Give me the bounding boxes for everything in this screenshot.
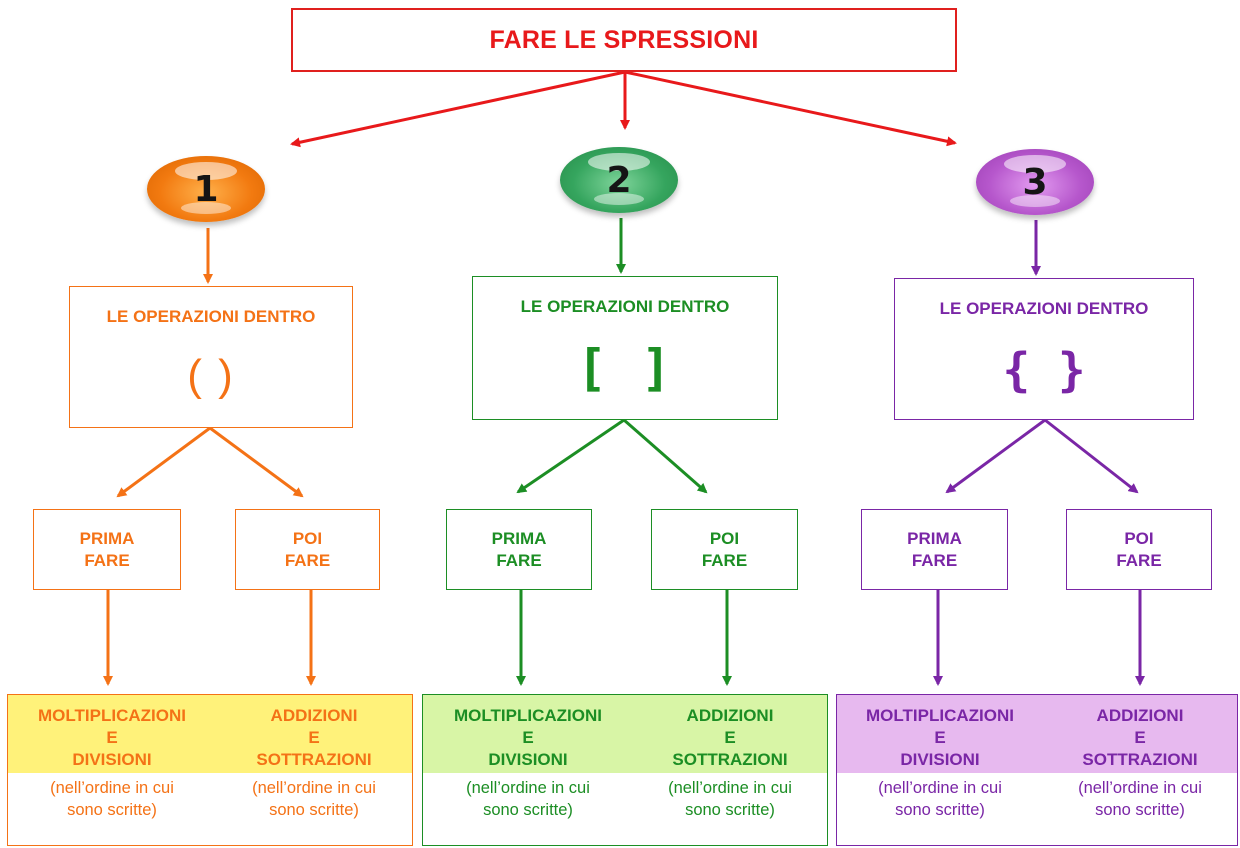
order-note: (nell’ordine in cui sono scritte): [837, 773, 1043, 845]
step-1-number: 1: [193, 168, 219, 210]
order-note: (nell’ordine in cui sono scritte): [423, 773, 633, 845]
branch-1-first-box: PRIMA FARE: [33, 509, 181, 590]
branch-1-then-result: ADDIZIONI E SOTTRAZIONI (nell’ordine in …: [216, 695, 412, 845]
multiplication-division-label: MOLTIPLICAZIONI E DIVISIONI: [837, 695, 1043, 773]
operations-box-curly: LE OPERAZIONI DENTRO { }: [894, 278, 1194, 420]
order-note: (nell’ordine in cui sono scritte): [216, 773, 412, 845]
order-note: (nell’ordine in cui sono scritte): [633, 773, 827, 845]
operations-label: LE OPERAZIONI DENTRO: [106, 307, 316, 326]
step-2-badge: 2: [560, 147, 678, 213]
step-2-number: 2: [606, 159, 632, 201]
round-brackets-symbol: ( ): [187, 351, 235, 400]
operations-box-round: LE OPERAZIONI DENTRO ( ): [69, 286, 353, 428]
addition-subtraction-label: ADDIZIONI E SOTTRAZIONI: [633, 695, 827, 773]
branch-2-results: MOLTIPLICAZIONI E DIVISIONI (nell’ordine…: [422, 694, 828, 846]
branch-1-results: MOLTIPLICAZIONI E DIVISIONI (nell’ordine…: [7, 694, 413, 846]
branch-3-results: MOLTIPLICAZIONI E DIVISIONI (nell’ordine…: [836, 694, 1238, 846]
branch-3-first-result: MOLTIPLICAZIONI E DIVISIONI (nell’ordine…: [837, 695, 1044, 845]
curly-brackets-symbol: { }: [1002, 343, 1086, 397]
step-3-badge: 3: [976, 149, 1094, 215]
arrow-title-to-3: [624, 70, 957, 147]
branch-3-then-box: POI FARE: [1066, 509, 1212, 590]
branch-2-then-result: ADDIZIONI E SOTTRAZIONI (nell’ordine in …: [633, 695, 827, 845]
branch-1-then-box: POI FARE: [235, 509, 380, 590]
step-1-badge: 1: [147, 156, 265, 222]
operations-box-square: LE OPERAZIONI DENTRO [ ]: [472, 276, 778, 420]
square-brackets-symbol: [ ]: [576, 339, 674, 397]
arrow-title-to-1: [290, 70, 626, 148]
branch-2-first-result: MOLTIPLICAZIONI E DIVISIONI (nell’ordine…: [423, 695, 634, 845]
branch-2-first-box: PRIMA FARE: [446, 509, 592, 590]
branch-1-first-result: MOLTIPLICAZIONI E DIVISIONI (nell’ordine…: [8, 695, 217, 845]
order-note: (nell’ordine in cui sono scritte): [8, 773, 216, 845]
operations-label: LE OPERAZIONI DENTRO: [520, 297, 730, 316]
addition-subtraction-label: ADDIZIONI E SOTTRAZIONI: [1043, 695, 1237, 773]
multiplication-division-label: MOLTIPLICAZIONI E DIVISIONI: [8, 695, 216, 773]
diagram-title: FARE LE SPRESSIONI: [291, 8, 957, 72]
branch-3-then-result: ADDIZIONI E SOTTRAZIONI (nell’ordine in …: [1043, 695, 1237, 845]
branch-3-first-box: PRIMA FARE: [861, 509, 1008, 590]
operations-label: LE OPERAZIONI DENTRO: [939, 299, 1149, 318]
branch-2-then-box: POI FARE: [651, 509, 798, 590]
order-note: (nell’ordine in cui sono scritte): [1043, 773, 1237, 845]
step-3-number: 3: [1022, 161, 1048, 203]
addition-subtraction-label: ADDIZIONI E SOTTRAZIONI: [216, 695, 412, 773]
multiplication-division-label: MOLTIPLICAZIONI E DIVISIONI: [423, 695, 633, 773]
